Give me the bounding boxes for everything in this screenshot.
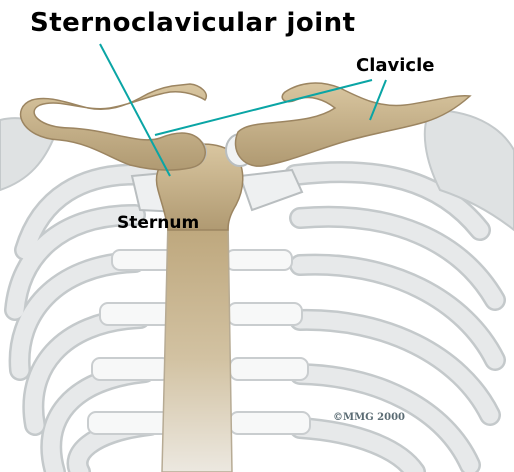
cartilage-left-3 (92, 358, 170, 380)
cartilage-left-1 (112, 250, 174, 270)
right-ribs-fill (295, 172, 495, 472)
left-clavicle (21, 84, 207, 170)
cartilage-left-2 (100, 303, 172, 325)
cartilage-right-1 (226, 250, 292, 270)
cartilage-right-2 (228, 303, 302, 325)
copyright-notice: ©MMG 2000 (333, 412, 405, 423)
cartilage-right-3 (230, 358, 308, 380)
cartilage-left-4 (88, 412, 170, 434)
title-label: Sternoclavicular joint (30, 8, 356, 38)
sternum-body (162, 220, 232, 472)
first-rib-cartilage-right (240, 170, 302, 210)
sternum-label: Sternum (117, 213, 199, 233)
clavicle-label: Clavicle (356, 55, 434, 76)
cartilage-right-4 (230, 412, 310, 434)
